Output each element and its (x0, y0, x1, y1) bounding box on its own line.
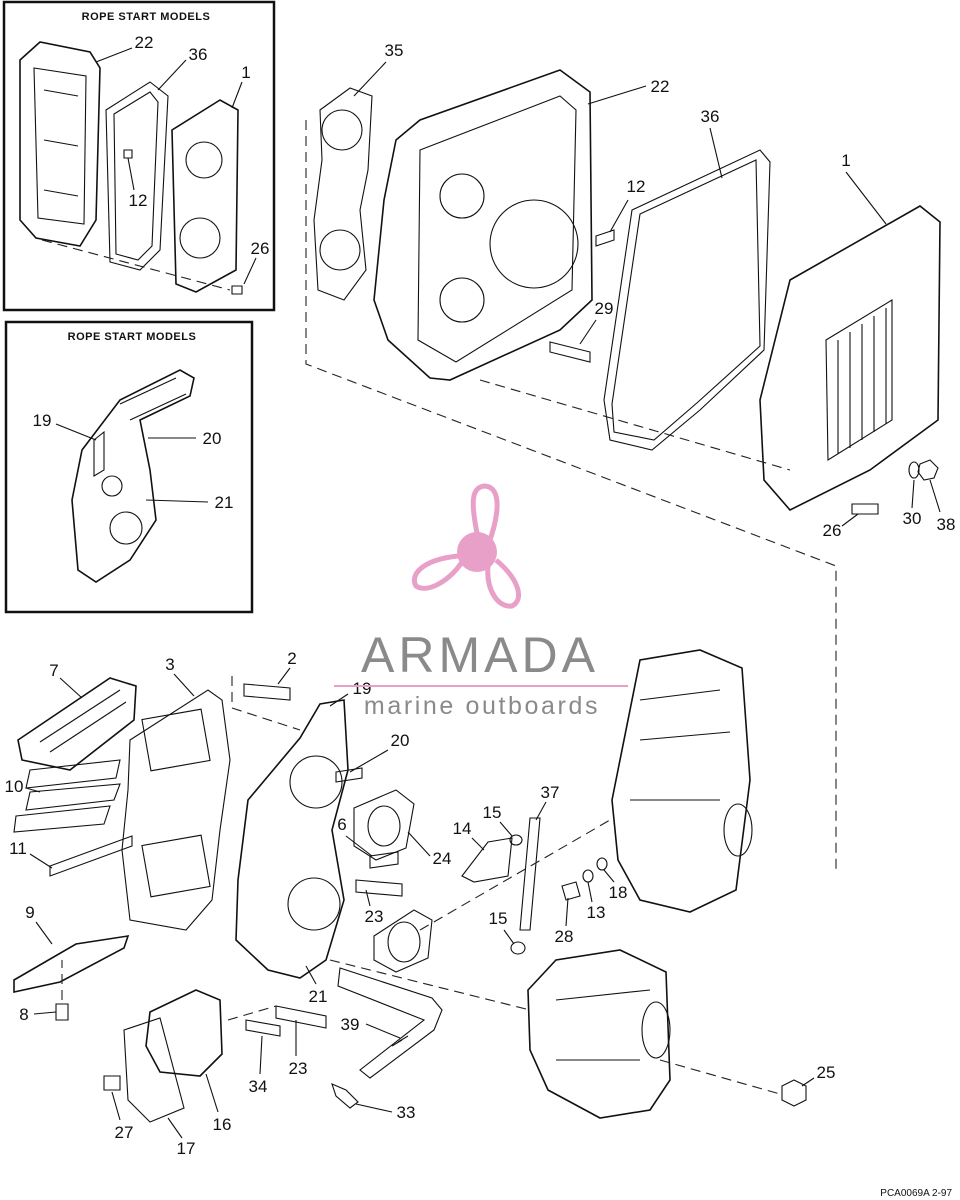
lower-label-25: 25 (817, 1063, 836, 1082)
lower-label-2: 2 (287, 649, 296, 668)
inset-top-label-26: 26 (251, 239, 270, 258)
lower-label-20: 20 (391, 731, 410, 750)
upper-label-1: 1 (841, 151, 850, 170)
lower-label-14: 14 (453, 819, 472, 838)
inset-middle-label-20: 20 (203, 429, 222, 448)
lower-label-9: 9 (25, 903, 34, 922)
inset-top-label-12: 12 (129, 191, 148, 210)
lower-label-16: 16 (213, 1115, 232, 1134)
inset-middle-label-21: 21 (215, 493, 234, 512)
lower-label-7: 7 (49, 661, 58, 680)
lower-label-37: 37 (541, 783, 560, 802)
figure-code: PCA0069A 2-97 (880, 1188, 952, 1199)
propeller-logo-icon (412, 483, 522, 609)
upper-label-36: 36 (701, 107, 720, 126)
lower-label-34: 34 (249, 1077, 268, 1096)
inset-middle-title: ROPE START MODELS (68, 331, 197, 343)
lower-label-8: 8 (19, 1005, 28, 1024)
watermark-tagline: marine outboards (364, 692, 600, 720)
inset-rope-start-manifold: ROPE START MODELS 19 20 21 (4, 320, 254, 614)
lower-label-3: 3 (165, 655, 174, 674)
lower-label-11: 11 (9, 839, 27, 858)
lower-label-23a: 23 (365, 907, 384, 926)
lower-label-19: 19 (353, 679, 372, 698)
upper-label-22: 22 (651, 77, 670, 96)
lower-label-15b: 15 (489, 909, 508, 928)
upper-label-26: 26 (823, 521, 842, 540)
lower-label-39: 39 (341, 1015, 360, 1034)
lower-label-18: 18 (609, 883, 628, 902)
inset-top-label-36: 36 (189, 45, 208, 64)
lower-label-6: 6 (337, 815, 346, 834)
lower-label-13: 13 (587, 903, 606, 922)
inset-rope-start-cover: ROPE START MODELS 22 36 1 12 26 (2, 0, 276, 312)
inset-top-label-1: 1 (241, 63, 250, 82)
upper-label-12: 12 (627, 177, 646, 196)
inset-top-label-22: 22 (135, 33, 154, 52)
lower-label-21: 21 (309, 987, 328, 1006)
lower-label-28: 28 (555, 927, 574, 946)
upper-label-29: 29 (595, 299, 614, 318)
lower-label-33: 33 (397, 1103, 416, 1122)
upper-label-35: 35 (385, 41, 404, 60)
upper-intake-assembly: 35 22 36 12 1 29 26 30 38 (305, 41, 956, 870)
upper-label-38: 38 (937, 515, 956, 534)
lower-label-23b: 23 (289, 1059, 308, 1078)
lower-label-15a: 15 (483, 803, 502, 822)
lower-label-17: 17 (177, 1139, 196, 1158)
inset-middle-label-19: 19 (33, 411, 52, 430)
lower-label-10: 10 (5, 777, 24, 796)
upper-label-30: 30 (903, 509, 922, 528)
armada-watermark: ARMADA marine outboards (334, 483, 628, 720)
inset-top-title: ROPE START MODELS (82, 11, 211, 23)
lower-label-27: 27 (115, 1123, 134, 1142)
lower-label-24: 24 (433, 849, 452, 868)
watermark-brand: ARMADA (361, 627, 599, 683)
lower-carburetor-assembly: 2 19 7 3 20 10 6 24 11 23 9 21 8 23 34 3… (5, 649, 836, 1158)
